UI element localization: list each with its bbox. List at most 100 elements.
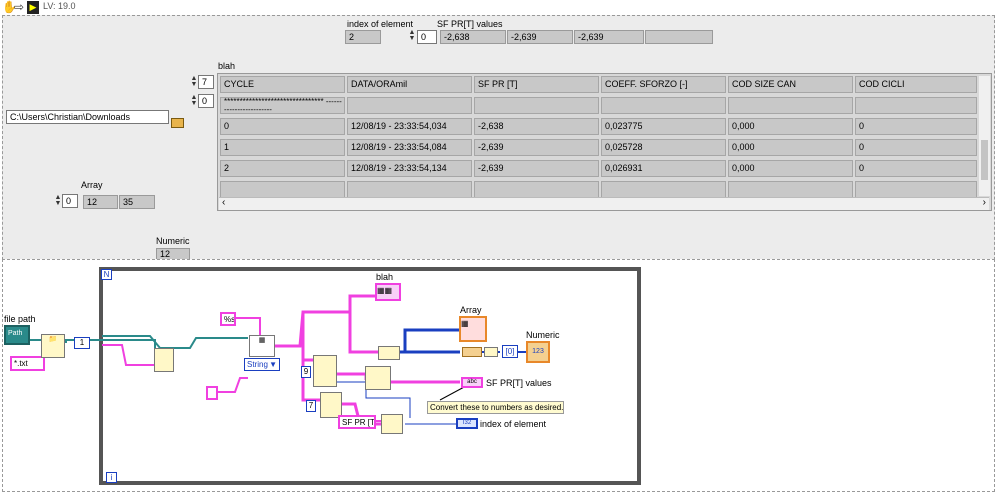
sf-values-terminal[interactable]: abc	[461, 377, 483, 388]
table-cell[interactable]: 0,000	[728, 160, 853, 177]
blah-terminal[interactable]: ▦▦	[375, 283, 401, 301]
transpose-node[interactable]	[378, 346, 400, 360]
array-wire	[273, 294, 375, 348]
run-icon[interactable]: ▶	[27, 1, 39, 14]
table-cell[interactable]: 0,000	[728, 118, 853, 135]
sf-values-index-spinner[interactable]: ▲▼	[408, 29, 416, 42]
numeric-terminal[interactable]: 123	[526, 341, 550, 363]
table-cell[interactable]: 0	[220, 118, 345, 135]
scroll-left-icon[interactable]: ‹	[222, 197, 226, 208]
loop-iteration-terminal[interactable]: i	[106, 472, 117, 483]
index-of-element-label: index of element	[347, 19, 414, 29]
array-terminal[interactable]: ▦	[459, 316, 487, 342]
table-cell[interactable]	[474, 97, 599, 114]
table-cell[interactable]	[728, 97, 853, 114]
array-wire	[301, 312, 313, 362]
array-to-cluster-node[interactable]	[462, 347, 482, 357]
array-index[interactable]: 0	[62, 194, 78, 208]
table-cell[interactable]	[347, 97, 472, 114]
format-constant[interactable]: %s	[220, 312, 236, 326]
table-header-cell[interactable]: COEFF. SFORZO [-]	[601, 76, 726, 93]
one-constant[interactable]: 1	[74, 337, 90, 349]
blah-vertical-scrollbar[interactable]	[979, 76, 990, 196]
vertical-scroll-thumb[interactable]	[981, 140, 988, 180]
table-cell[interactable]: 0	[855, 160, 977, 177]
table-cell[interactable]: -2,639	[474, 139, 599, 156]
table-cell[interactable]	[601, 97, 726, 114]
blah-row-spinner[interactable]: ▲▼	[190, 75, 198, 88]
blah-horizontal-scrollbar[interactable]: ‹ ›	[219, 197, 989, 210]
table-icon: ▦▦	[377, 286, 393, 295]
blah-row-index[interactable]: 7	[198, 75, 214, 89]
table-cell[interactable]: -2,639	[474, 160, 599, 177]
file-path-terminal-label: file path	[4, 314, 36, 324]
nine-constant[interactable]: 9	[301, 366, 311, 378]
array-wire	[336, 372, 368, 380]
seven-constant[interactable]: 7	[306, 400, 316, 412]
table-header-cell[interactable]: DATA/ORAmil	[347, 76, 472, 93]
comment-arrow	[439, 385, 467, 401]
numeric-terminal-label: Numeric	[526, 330, 560, 340]
sf-values-label: SF PR[T] values	[437, 19, 503, 29]
block-diagram	[2, 259, 995, 492]
table-cell[interactable]: 0,000	[728, 139, 853, 156]
pattern-constant[interactable]: *.txt	[10, 356, 45, 371]
array-wire	[348, 312, 380, 354]
table-cell[interactable]: 2	[220, 160, 345, 177]
index-array-node[interactable]	[320, 392, 342, 418]
path-wire	[102, 335, 248, 349]
table-cell[interactable]: 0	[855, 139, 977, 156]
table-header-cell[interactable]: COD SIZE CAN	[728, 76, 853, 93]
table-header-cell[interactable]: COD CICLI	[855, 76, 977, 93]
browse-folder-icon[interactable]	[171, 118, 184, 128]
index-array-node[interactable]	[365, 366, 391, 390]
index-of-element-terminal[interactable]: I32	[456, 418, 478, 429]
build-path-node[interactable]	[154, 348, 174, 372]
blah-col-index[interactable]: 0	[198, 94, 214, 108]
comment-note: Convert these to numbers as desired.	[427, 401, 564, 414]
index-zero-constant[interactable]: [0]	[502, 345, 518, 358]
arrow-right-icon[interactable]: ⇨	[14, 0, 25, 14]
table-header-cell[interactable]: SF PR [T]	[474, 76, 599, 93]
table-cell[interactable]: 0,023775	[601, 118, 726, 135]
table-header-cell[interactable]: CYCLE	[220, 76, 345, 93]
file-path-terminal[interactable]: Path	[4, 325, 30, 345]
spreadsheet-icon: ▦	[258, 337, 266, 344]
loop-count-terminal[interactable]: N	[101, 269, 112, 280]
sf-values-index[interactable]: 0	[417, 30, 437, 44]
table-cell[interactable]: 12/08/19 - 23:33:54,134	[347, 160, 472, 177]
sf-constant[interactable]: SF PR [T]	[338, 415, 376, 429]
type-selector-value: String	[247, 360, 268, 369]
sf-values-element: -2,638	[440, 30, 506, 44]
array-icon: ▦	[461, 319, 469, 328]
separator-constant[interactable]	[206, 386, 218, 400]
table-cell[interactable]: 0,026931	[601, 160, 726, 177]
index-array-node[interactable]	[313, 355, 337, 387]
table-cell[interactable]: 12/08/19 - 23:33:54,034	[347, 118, 472, 135]
blah-col-spinner[interactable]: ▲▼	[190, 94, 198, 107]
table-cell[interactable]: 12/08/19 - 23:33:54,084	[347, 139, 472, 156]
array-element: 35	[119, 195, 155, 209]
table-cell[interactable]: -2,638	[474, 118, 599, 135]
read-spreadsheet-node[interactable]: ▦	[249, 335, 275, 357]
table-cell[interactable]	[855, 97, 977, 114]
search-array-node[interactable]	[381, 414, 403, 434]
list-folder-node[interactable]: 📁	[41, 334, 65, 358]
table-cell[interactable]: 1	[220, 139, 345, 156]
version-label: LV: 19.0	[43, 1, 76, 11]
sf-values-element: -2,639	[574, 30, 644, 44]
table-cell[interactable]: 0	[855, 118, 977, 135]
table-cell[interactable]: 0,025728	[601, 139, 726, 156]
scroll-right-icon[interactable]: ›	[982, 197, 986, 208]
hand-icon[interactable]: ✋	[2, 0, 17, 14]
index-node[interactable]	[484, 347, 498, 357]
sf-values-element: -2,639	[507, 30, 573, 44]
table-cell[interactable]: ******************************** -------…	[220, 97, 345, 114]
type-selector[interactable]: String▼	[244, 358, 280, 371]
file-path-control[interactable]: C:\Users\Christian\Downloads	[6, 110, 169, 124]
array-label: Array	[81, 180, 103, 190]
array-index-spinner[interactable]: ▲▼	[54, 194, 62, 207]
toolbar: ✋ ⇨ ▶ LV: 19.0	[0, 0, 999, 16]
sf-values-terminal-label: SF PR[T] values	[486, 378, 552, 388]
array-terminal-label: Array	[460, 305, 482, 315]
